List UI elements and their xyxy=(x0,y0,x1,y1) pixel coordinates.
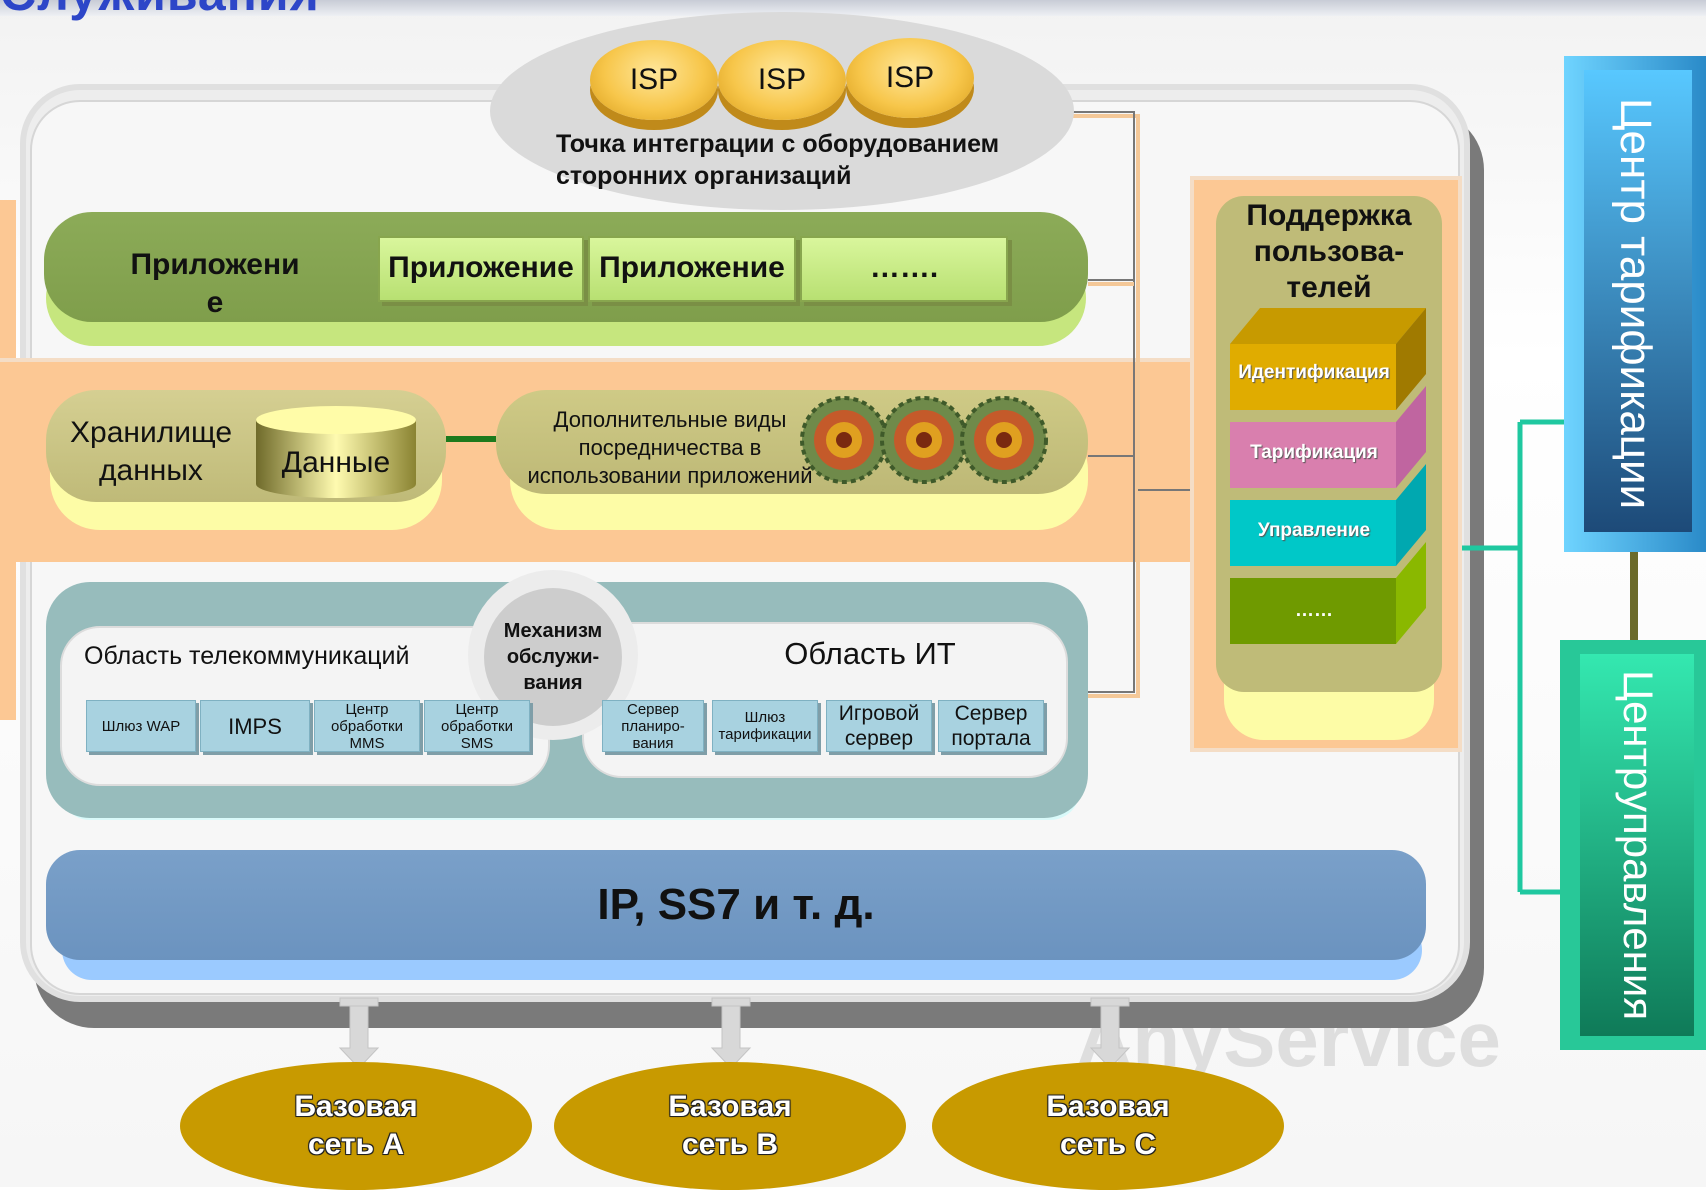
telecom-item-wap-l1: Шлюз WAP xyxy=(101,717,181,735)
support-blocks xyxy=(1230,308,1426,644)
bracket-inner xyxy=(1070,111,1135,693)
arrow-b xyxy=(710,997,752,1069)
telecom-item-wap: Шлюз WAP xyxy=(86,700,196,752)
mgmt-center-line2: управления xyxy=(1615,790,1662,1020)
storage-label-line1: Хранилище xyxy=(70,416,232,449)
app-layer-title: Приложени е xyxy=(100,246,330,322)
arrow-c xyxy=(1089,997,1131,1069)
cylinder-label: Данные xyxy=(281,446,391,479)
transport-label: IP, SS7 и т. д. xyxy=(597,880,875,929)
user-support-title: Поддержка пользова- телей xyxy=(1216,198,1442,306)
telecom-item-mms-l1: Центр xyxy=(345,700,389,718)
network-b-line2: сеть В xyxy=(681,1128,779,1161)
middleware-line2: посредничества в xyxy=(578,435,762,460)
isp-node-3: ISP xyxy=(846,38,974,118)
mgmt-center-label: Центр управления xyxy=(1570,640,1706,1050)
mechanism-line2: обслужи- xyxy=(506,646,600,668)
title-strip xyxy=(0,0,1706,16)
it-item-billing-l2: тарификации xyxy=(718,726,812,743)
telecom-item-mms: Центр обработки MMS xyxy=(314,700,420,752)
user-support-title-line1: Поддержка xyxy=(1246,199,1412,232)
base-network-c: Базовая сеть С xyxy=(932,1062,1284,1190)
it-item-scheduler-l1: Сервер xyxy=(626,700,679,718)
it-item-game-l2: сервер xyxy=(844,727,914,750)
telecom-item-imps: IMPS xyxy=(200,700,310,752)
network-b-line1: Базовая xyxy=(668,1090,792,1123)
mgmt-center-panel xyxy=(1560,640,1706,1050)
app-title-line1: Приложени xyxy=(130,248,300,281)
isp-node-2: ISP xyxy=(718,40,846,120)
it-item-scheduler-l2: планиро- xyxy=(621,717,685,735)
arrow-a xyxy=(338,997,380,1069)
tariff-center-label: Центр тарификации xyxy=(1611,98,1660,510)
telecom-item-mms-l2: обработки xyxy=(330,717,404,735)
base-network-a: Базовая сеть А xyxy=(180,1062,532,1190)
transport-layer xyxy=(46,850,1426,960)
network-a-line2: сеть А xyxy=(307,1128,405,1161)
isp-caption: Точка интеграции с оборудованием сторонн… xyxy=(556,128,1076,198)
it-item-billing-l1: Шлюз xyxy=(744,709,786,726)
storage-link xyxy=(446,436,496,442)
app-box-3: ……. xyxy=(800,236,1008,302)
telecom-item-sms-l2: обработки xyxy=(440,717,514,735)
telecom-item-imps-l1: IMPS xyxy=(228,713,282,739)
mgmt-center-line1: Центр xyxy=(1615,670,1662,791)
gears-icon xyxy=(800,396,1048,484)
database-cylinder-icon xyxy=(256,406,416,498)
storage-label: Хранилище данных xyxy=(56,414,246,490)
storage-label-line2: данных xyxy=(99,454,203,487)
app-box-2: Приложение xyxy=(588,236,796,302)
network-c-line1: Базовая xyxy=(1046,1090,1170,1123)
it-title: Область ИТ xyxy=(784,636,956,671)
isp-node-1: ISP xyxy=(590,40,718,120)
it-item-portal-server: Сервер портала xyxy=(938,700,1044,752)
isp-caption-line2: сторонних организаций xyxy=(556,162,852,190)
telecom-item-mms-l3: MMS xyxy=(349,734,385,752)
network-a-line1: Базовая xyxy=(294,1090,418,1123)
user-support-title-line2: пользова- xyxy=(1253,235,1405,268)
bracket-outer xyxy=(1070,114,1140,698)
it-item-game-l1: Игровой xyxy=(838,702,920,725)
mechanism-label: Механизм обслужи- вания xyxy=(484,618,622,696)
telecom-item-sms: Центр обработки SMS xyxy=(424,700,530,752)
it-item-game-server: Игровой сервер xyxy=(826,700,932,752)
mechanism-line1: Механизм xyxy=(503,620,603,642)
app-title-line2: е xyxy=(206,286,224,319)
telecom-item-sms-l1: Центр xyxy=(455,700,499,718)
app-box-1: Приложение xyxy=(378,236,584,302)
block-more: …… xyxy=(1295,600,1333,621)
it-item-portal-l1: Сервер xyxy=(954,702,1028,725)
middleware-line3: использовании приложений xyxy=(527,463,813,488)
it-item-scheduler-l3: вания xyxy=(632,734,674,752)
block-management: Управление xyxy=(1257,520,1371,541)
it-item-scheduler: Сервер планиро- вания xyxy=(602,700,704,752)
block-identification: Идентификация xyxy=(1238,362,1390,383)
tariff-center-panel xyxy=(1564,56,1706,552)
middleware-label: Дополнительные виды посредничества в исп… xyxy=(510,406,830,490)
center-connector xyxy=(1442,419,1570,895)
page-title: Служивания xyxy=(0,0,520,24)
isp-caption-line1: Точка интеграции с оборудованием xyxy=(556,130,1000,158)
base-network-b: Базовая сеть В xyxy=(554,1062,906,1190)
it-item-billing-gateway: Шлюз тарификации xyxy=(712,700,818,752)
middleware-line1: Дополнительные виды xyxy=(553,407,787,432)
block-tariffication: Тарификация xyxy=(1250,442,1378,463)
mechanism-line3: вания xyxy=(523,672,583,694)
telecom-item-sms-l3: SMS xyxy=(460,734,494,752)
network-c-line2: сеть С xyxy=(1059,1128,1157,1161)
user-support-title-line3: телей xyxy=(1286,271,1372,304)
telecom-title: Область телекоммуникаций xyxy=(84,642,410,670)
it-item-portal-l2: портала xyxy=(951,727,1031,750)
